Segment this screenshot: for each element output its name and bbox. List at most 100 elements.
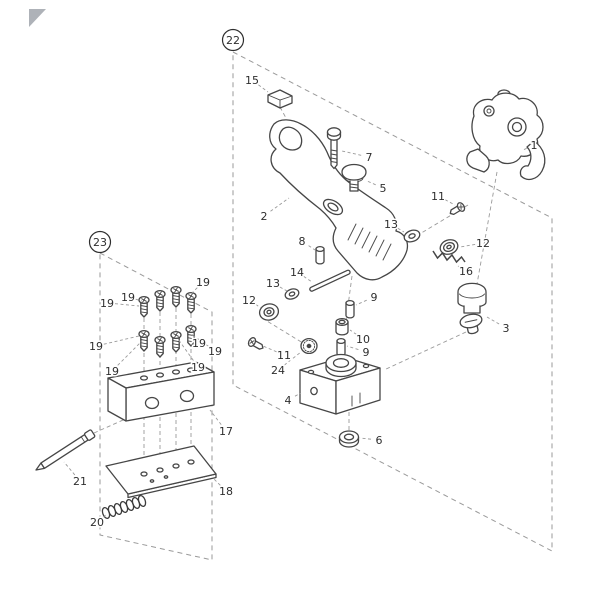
part-19-screw — [185, 291, 197, 314]
zone-22-boundary — [232, 51, 553, 552]
part-2-support-arm — [269, 119, 409, 281]
part-label-5: 5 — [380, 182, 387, 195]
leader-line-19 — [191, 287, 198, 294]
part-label-19: 19 — [100, 297, 114, 310]
part-6-nut — [338, 430, 360, 448]
part-label-24: 24 — [271, 364, 285, 377]
leader-line-10 — [349, 329, 357, 335]
leader-line-19 — [117, 340, 143, 366]
part-12-washer-left — [258, 303, 280, 321]
leader-line-19 — [177, 338, 194, 361]
assembly-circle-23 — [88, 230, 112, 254]
arm-oval-hole — [322, 198, 344, 216]
leader-line-11 — [262, 345, 277, 353]
part-20-coil-spring — [101, 494, 147, 520]
part-label-19: 19 — [105, 365, 119, 378]
part-label-11: 11 — [431, 190, 445, 203]
part-13-washer-right — [403, 229, 421, 243]
part-label-20: 20 — [90, 516, 104, 529]
leader-lines — [63, 84, 527, 518]
page-corner-mark — [29, 9, 46, 27]
leader-line-19 — [190, 332, 195, 338]
clamp-lever — [466, 148, 490, 173]
leader-line-12 — [459, 243, 476, 248]
leader-line-19 — [103, 335, 140, 345]
part-24-thumbscrew — [300, 337, 318, 355]
part-11-screw-left — [246, 335, 266, 353]
part-4-mounting-block — [299, 353, 381, 415]
part-1-clamp-head — [466, 89, 546, 181]
part-19-screw — [154, 289, 166, 312]
part-16-spring — [432, 250, 466, 264]
part-label-9: 9 — [363, 346, 370, 359]
leader-line-3 — [486, 316, 500, 325]
leader-line-2 — [270, 197, 290, 212]
leader-line-8 — [308, 245, 316, 251]
part-label-19: 19 — [191, 361, 205, 374]
leader-line-19 — [114, 303, 140, 307]
part-label-18: 18 — [219, 485, 233, 498]
part-5-thumb-knob — [341, 163, 367, 192]
leader-line-15 — [258, 84, 269, 93]
part-label-19: 19 — [196, 276, 210, 289]
part-9-spacer-lower — [336, 337, 346, 357]
leader-line-20 — [102, 513, 108, 518]
part-label-13: 13 — [384, 218, 398, 231]
part-17-bracket — [107, 361, 215, 422]
part-label-4: 4 — [285, 394, 292, 407]
part-label-11: 11 — [277, 349, 291, 362]
leader-line-7 — [341, 150, 362, 156]
part-13-washer-left — [284, 288, 300, 300]
part-label-8: 8 — [299, 235, 306, 248]
part-21-rod — [35, 429, 96, 471]
part-label-9: 9 — [371, 291, 378, 304]
leader-line-19 — [135, 298, 143, 302]
part-8-pin — [315, 245, 325, 265]
leader-line-14 — [303, 276, 313, 283]
part-19-screw — [154, 335, 166, 358]
part-7-bolt — [326, 127, 342, 170]
leader-line-12 — [255, 304, 262, 309]
clamp-hook — [519, 140, 546, 181]
part-19-screw — [138, 295, 150, 318]
part-label-3: 3 — [503, 322, 510, 335]
part-label-12: 12 — [476, 237, 490, 250]
leader-line-4 — [294, 392, 302, 397]
leader-line-13 — [397, 227, 405, 233]
leader-line-5 — [366, 180, 376, 186]
part-label-19: 19 — [89, 340, 103, 353]
part-label-15: 15 — [245, 74, 259, 87]
leader-line-21 — [63, 461, 76, 476]
part-label-19: 19 — [192, 337, 206, 350]
assembly-label-22: 22 — [226, 34, 240, 47]
arm-grip-hatching — [347, 223, 392, 261]
part-19-screws — [138, 285, 197, 358]
part-12-washer-right — [439, 239, 459, 255]
part-label-7: 7 — [366, 151, 373, 164]
part-11-screw-right — [447, 200, 467, 219]
part-15-clip — [267, 89, 293, 109]
assembly-circle-22 — [221, 28, 245, 52]
leader-line-18 — [212, 477, 221, 486]
leader-line-19 — [193, 335, 209, 347]
part-label-6: 6 — [376, 434, 383, 447]
part-label-21: 21 — [73, 475, 87, 488]
part-14-long-pin — [309, 269, 351, 292]
leader-line-6 — [359, 437, 372, 440]
part-label-2: 2 — [261, 210, 268, 223]
part-label-19: 19 — [208, 345, 222, 358]
leader-line-24 — [284, 351, 302, 366]
part-label-13: 13 — [266, 277, 280, 290]
part-label-19: 19 — [121, 291, 135, 304]
leader-line-9 — [355, 299, 367, 306]
leader-line-16 — [457, 265, 460, 268]
part-label-17: 17 — [219, 425, 233, 438]
leader-line-9 — [346, 345, 359, 351]
leader-line-11 — [444, 199, 456, 206]
part-label-10: 10 — [356, 333, 370, 346]
part-19-screw — [138, 329, 150, 352]
part-label-14: 14 — [290, 266, 304, 279]
leader-line-13 — [279, 286, 288, 292]
